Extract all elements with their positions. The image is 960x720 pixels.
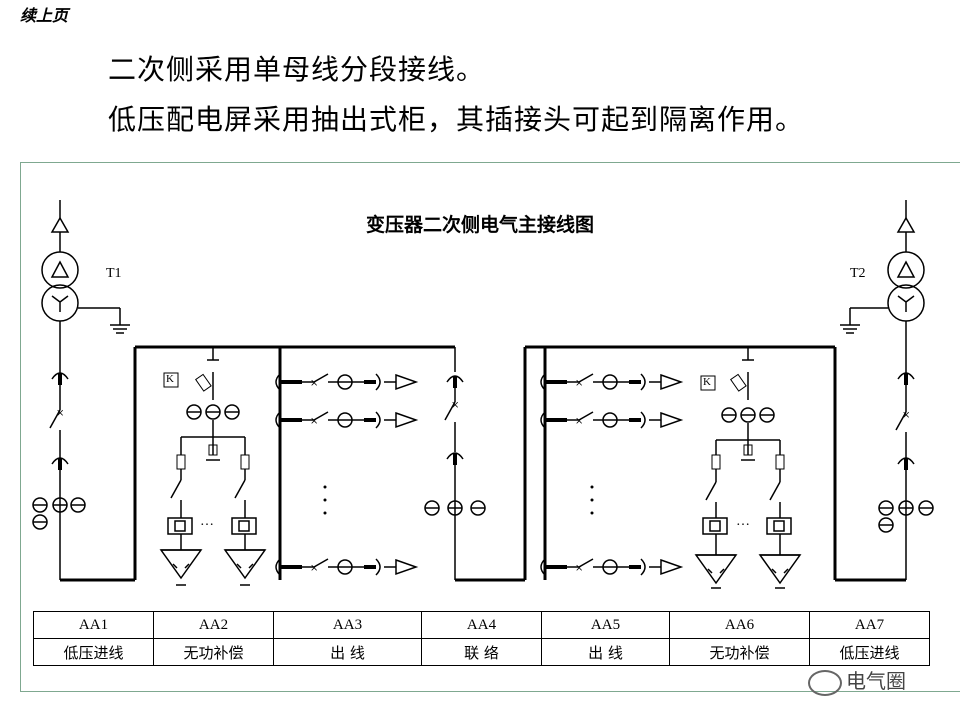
svg-text:×: × (902, 410, 910, 421)
svg-text:×: × (56, 408, 64, 419)
diagram-title: 变压器二次侧电气主接线图 (365, 214, 594, 236)
label-t1: T1 (106, 266, 122, 281)
panel-function-row: 低压进线 无功补偿 出 线 联 络 出 线 无功补偿 低压进线 (33, 638, 930, 666)
ellipsis-right: … (736, 514, 750, 529)
ellipsis-left: … (200, 514, 214, 529)
wechat-icon (808, 669, 842, 696)
panel-name: AA7 (809, 611, 930, 639)
transformer-t1-symbol (41, 200, 130, 375)
panel-function: 低压进线 (809, 638, 930, 666)
diagram-frame (20, 162, 960, 692)
continued-label: 续上页 (20, 6, 69, 25)
panel-name: AA2 (153, 611, 274, 639)
panel-name: AA1 (33, 611, 154, 639)
transformer-t2-symbol (840, 200, 925, 375)
watermark: 电气圈 (808, 665, 906, 696)
svg-text:×: × (451, 400, 459, 411)
panel-function: 出 线 (541, 638, 670, 666)
panel-function: 联 络 (421, 638, 542, 666)
heading-line-1: 二次侧采用单母线分段接线。 (108, 53, 486, 86)
panel-name: AA3 (273, 611, 422, 639)
panel-name: AA6 (669, 611, 810, 639)
label-k-right: K (703, 376, 711, 388)
panel-table: AA1 AA2 AA3 AA4 AA5 AA6 AA7 低压进线 无功补偿 出 … (33, 611, 930, 666)
panel-name-row: AA1 AA2 AA3 AA4 AA5 AA6 AA7 (33, 611, 930, 639)
heading-line-2: 低压配电屏采用抽出式柜，其插接头可起到隔离作用。 (108, 103, 805, 136)
panel-name: AA5 (541, 611, 670, 639)
watermark-text: 电气圈 (846, 669, 906, 693)
panel-name: AA4 (421, 611, 542, 639)
label-k-left: K (166, 373, 174, 385)
panel-function: 无功补偿 (153, 638, 274, 666)
panel-function: 出 线 (273, 638, 422, 666)
panel-function: 低压进线 (33, 638, 154, 666)
panel-function: 无功补偿 (669, 638, 810, 666)
label-t2: T2 (850, 266, 866, 281)
